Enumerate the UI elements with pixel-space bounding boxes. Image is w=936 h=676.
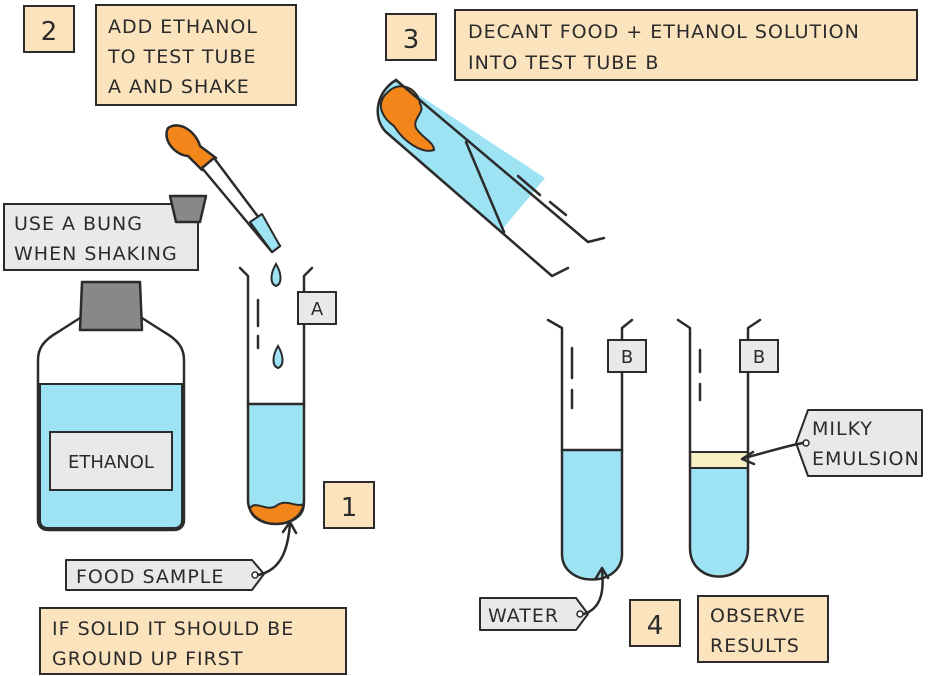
- step-2-line-3: A AND SHAKE: [108, 76, 250, 98]
- tube-b2-tag: [739, 339, 779, 373]
- solid-note-line-1: IF SOLID IT SHOULD BE: [52, 618, 294, 640]
- test-tube-a: A: [238, 266, 337, 526]
- tube-b1-label: B: [621, 347, 633, 368]
- step-4-line-2: RESULTS: [710, 635, 800, 657]
- test-tube-b-emulsion: B: [676, 318, 779, 578]
- water-note: WATER: [479, 566, 610, 631]
- step-1: 1: [323, 481, 375, 529]
- food-sample-label: FOOD SAMPLE: [76, 566, 224, 588]
- step-3-instruction-box: [454, 9, 918, 81]
- test-tube-icon: [676, 318, 762, 578]
- step-4: 4 OBSERVE RESULTS: [629, 595, 829, 663]
- step-3-line-2: INTO TEST TUBE B: [468, 52, 659, 74]
- step-2: 2 ADD ETHANOL TO TEST TUBE A AND SHAKE: [23, 4, 297, 106]
- step-1-number-box: [323, 481, 375, 529]
- tube-b1-tag: [607, 339, 647, 373]
- bottle-stopper: [78, 280, 144, 332]
- bung-note-line-2: WHEN SHAKING: [14, 243, 178, 265]
- step-4-line-1: OBSERVE: [710, 605, 806, 627]
- bottle-label: ETHANOL: [68, 452, 154, 473]
- water-tag: [479, 597, 589, 631]
- step-1-number: 1: [341, 493, 358, 523]
- food-sample-pointer: [256, 522, 292, 577]
- tube-a-label: A: [311, 299, 324, 320]
- bung-note-line-1: USE A BUNG: [14, 213, 143, 235]
- test-tube-b-water: B: [546, 318, 647, 581]
- step-2-line-1: ADD ETHANOL: [108, 16, 258, 38]
- dropper-icon: [165, 124, 284, 370]
- milky-emulsion-note: MILKY EMULSION: [740, 409, 923, 477]
- tube-b2-label: B: [753, 347, 765, 368]
- water-label: WATER: [488, 605, 559, 627]
- solid-note-box: [39, 607, 347, 675]
- step-2-number: 2: [41, 17, 58, 47]
- step-4-number-box: [629, 599, 681, 647]
- solid-note-line-2: GROUND UP FIRST: [52, 648, 243, 670]
- milky-emulsion-tag: [795, 409, 923, 477]
- step-2-number-box: [23, 5, 75, 53]
- food-sample-tag: [65, 559, 265, 591]
- milky-pointer: [742, 441, 805, 460]
- test-tube-icon: [546, 318, 634, 581]
- milky-line-1: MILKY: [812, 418, 873, 440]
- bottle-icon: ETHANOL: [36, 280, 186, 532]
- step-4-instruction-box: [697, 595, 829, 663]
- step-3: 3 DECANT FOOD + ETHANOL SOLUTION INTO TE…: [385, 9, 918, 81]
- step-4-number: 4: [647, 611, 664, 641]
- bung-note-box: [3, 203, 199, 271]
- bottle-label-box: [49, 431, 173, 491]
- step-3-number: 3: [403, 25, 420, 55]
- milky-emulsion-layer: [689, 451, 749, 469]
- step-2-instruction-box: [95, 4, 297, 106]
- step-3-line-1: DECANT FOOD + ETHANOL SOLUTION: [468, 21, 860, 43]
- bung-note: USE A BUNG WHEN SHAKING: [3, 194, 208, 271]
- step-3-number-box: [385, 13, 437, 61]
- decanting-tube: [376, 78, 606, 278]
- test-tube-icon: [238, 266, 314, 526]
- bung-icon: [168, 194, 208, 224]
- milky-line-2: EMULSION: [812, 448, 920, 470]
- tube-a-tag: [297, 291, 337, 325]
- water-pointer: [582, 568, 604, 616]
- step-2-line-2: TO TEST TUBE: [107, 46, 256, 68]
- food-sample-note: FOOD SAMPLE IF SOLID IT SHOULD BE GROUND…: [39, 520, 347, 675]
